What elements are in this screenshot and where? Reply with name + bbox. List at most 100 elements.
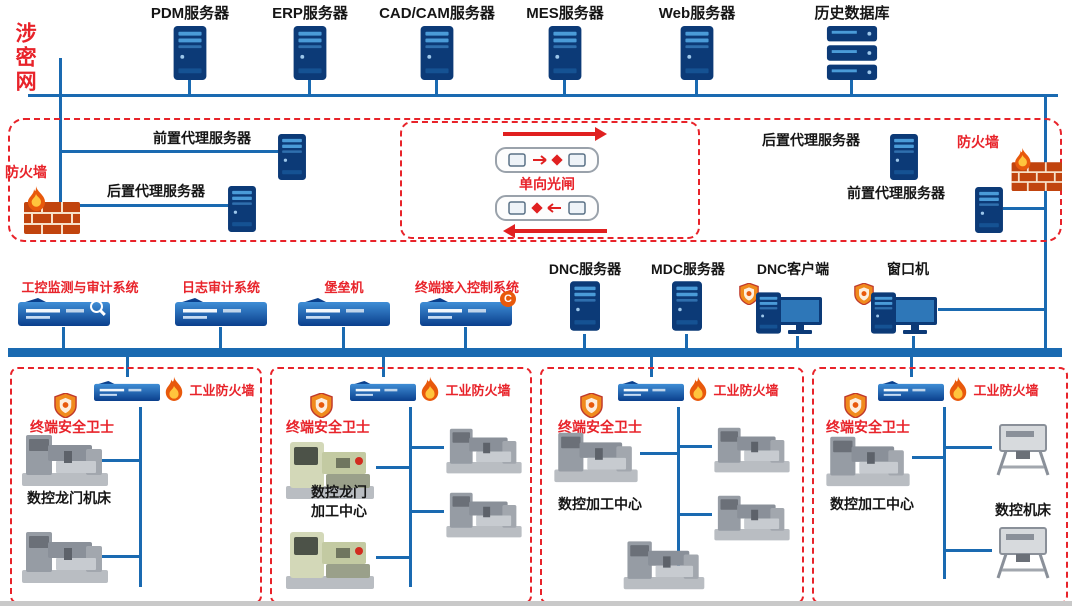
classified-network-trunk-line <box>28 94 1058 97</box>
server-tower-icon <box>680 26 714 80</box>
flow-arrow-right <box>503 127 607 141</box>
database-icon <box>826 26 878 80</box>
connector-line <box>1044 94 1047 350</box>
fire-icon <box>947 376 969 403</box>
window-machine-label: 窗口机 <box>887 261 929 277</box>
gantry-machining-center-icon <box>284 524 376 592</box>
cnc-machine-icon <box>20 522 110 586</box>
dnc-server-label: DNC服务器 <box>548 261 622 277</box>
web-server-label: Web服务器 <box>658 5 736 22</box>
connector-line <box>464 327 467 349</box>
magnifier-icon <box>90 300 103 313</box>
connector-line <box>59 204 231 207</box>
firewall-appliance-icon <box>94 377 160 405</box>
connector-line <box>938 308 1046 311</box>
connector-line <box>695 80 698 95</box>
endpoint-guard-label: 终端安全卫士 <box>826 419 910 435</box>
server-tower-icon <box>570 278 600 334</box>
connector-line <box>1003 207 1044 210</box>
connector-line <box>680 445 712 448</box>
connector-line <box>188 80 191 95</box>
security-appliance-icon <box>298 297 390 327</box>
cnc-lathe-icon <box>992 419 1054 479</box>
connector-line <box>59 58 62 210</box>
firewall-icon <box>20 184 80 234</box>
shield-icon <box>580 393 603 418</box>
shield-icon <box>310 393 333 418</box>
cnc-machine-icon <box>824 427 912 489</box>
zone-bus-line <box>677 407 680 587</box>
cnc-machine-icon <box>444 484 524 540</box>
zone-bus-line <box>409 407 412 587</box>
connector-line <box>946 549 992 552</box>
connector-line <box>583 334 586 349</box>
firewall-appliance-icon <box>350 377 416 405</box>
classified-network-label: 涉密网 <box>13 22 37 94</box>
screenshot-edge <box>0 601 1072 606</box>
dnc-client-label: DNC客户端 <box>756 261 830 277</box>
cnc-machine-icon <box>620 532 708 592</box>
connector-line <box>376 556 409 559</box>
connector-line <box>640 452 677 455</box>
connector-line <box>912 456 943 459</box>
right-rear-proxy-label: 后置代理服务器 <box>762 132 860 148</box>
connector-line <box>62 327 65 349</box>
proxy-server-icon <box>975 187 1003 233</box>
cadcam-server-label: CAD/CAM服务器 <box>379 5 495 22</box>
proxy-server-icon <box>890 134 918 180</box>
endpoint-guard-label: 终端安全卫士 <box>286 419 370 435</box>
fire-icon <box>687 376 709 403</box>
optical-gate-device-icon <box>495 195 599 221</box>
control-badge: C <box>500 291 516 307</box>
connector-line <box>563 80 566 95</box>
connector-line <box>912 336 915 349</box>
server-tower-icon <box>672 278 702 334</box>
connector-line <box>412 446 444 449</box>
machining-center-label: 数控加工中心 <box>830 496 914 512</box>
firewall-appliance-icon <box>618 377 684 405</box>
connector-line <box>342 327 345 349</box>
server-tower-icon <box>173 26 207 80</box>
connector-line <box>94 555 140 558</box>
monitor-icon <box>777 296 823 336</box>
connector-line <box>94 459 140 462</box>
security-appliance-icon <box>420 297 512 327</box>
cnc-machine-icon <box>712 419 792 475</box>
connector-line <box>946 446 992 449</box>
ics-audit-system-label: 工控监测与审计系统 <box>21 280 139 295</box>
left-firewall-label: 防火墙 <box>5 164 47 180</box>
gantry-machine-label: 数控龙门机床 <box>27 490 111 506</box>
connector-line <box>376 466 409 469</box>
optical-gate-zone-border <box>400 121 700 239</box>
zone-bus-line <box>943 407 946 579</box>
server-tower-icon <box>420 26 454 80</box>
cnc-lathe-icon <box>992 522 1054 582</box>
connector-line <box>308 80 311 95</box>
left-rear-proxy-label: 后置代理服务器 <box>107 183 205 199</box>
left-front-proxy-label: 前置代理服务器 <box>153 130 251 146</box>
gantry-center-label-line2: 加工中心 <box>311 503 367 519</box>
proxy-server-icon <box>278 134 306 180</box>
pdm-server-label: PDM服务器 <box>150 5 230 22</box>
fire-icon <box>163 376 185 403</box>
right-firewall-label: 防火墙 <box>957 134 999 150</box>
fire-icon <box>419 376 441 403</box>
connector-line <box>59 150 281 153</box>
right-front-proxy-label: 前置代理服务器 <box>847 185 945 201</box>
cnc-machine-icon <box>712 487 792 543</box>
history-database-label: 历史数据库 <box>814 5 890 22</box>
cnc-machine-icon <box>444 420 524 476</box>
bastion-host-label: 堡垒机 <box>324 280 364 295</box>
optical-gate-label: 单向光闸 <box>519 176 575 192</box>
connector-line <box>850 80 853 95</box>
proxy-server-icon <box>228 186 256 232</box>
cnc-machine-label: 数控机床 <box>995 502 1051 518</box>
industrial-firewall-label: 工业防火墙 <box>973 383 1039 398</box>
security-appliance-icon <box>175 297 267 327</box>
gantry-center-label-line1: 数控龙门 <box>311 484 367 500</box>
industrial-firewall-label: 工业防火墙 <box>445 383 511 398</box>
firewall-icon <box>1008 146 1062 191</box>
industrial-firewall-label: 工业防火墙 <box>189 383 255 398</box>
firewall-appliance-icon <box>878 377 944 405</box>
